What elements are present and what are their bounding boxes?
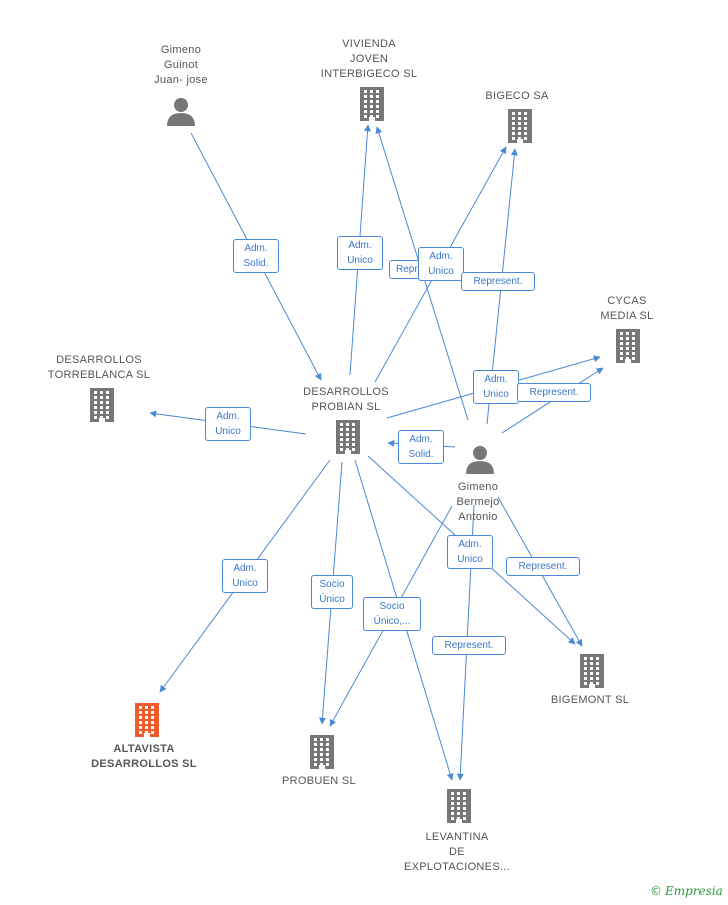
edge-label-gimeno_antonio-to-levantina[interactable]: Represent.: [432, 636, 506, 655]
node-label-gimeno_antonio[interactable]: Gimeno Bermejo Antonio: [456, 481, 500, 523]
node-label-torreblanca[interactable]: DESARROLLOS TORREBLANCA SL: [47, 354, 151, 381]
edge-label-gimeno_juan-to-probian[interactable]: Adm. Solid.: [233, 239, 279, 273]
node-label-gimeno_juan[interactable]: Gimeno Guinot Juan- jose: [154, 44, 208, 86]
edge-label-probian-to-altavista[interactable]: Adm. Unico: [222, 559, 268, 593]
building-icon-altavista[interactable]: [135, 703, 159, 737]
node-label-cycas[interactable]: CYCAS MEDIA SL: [600, 295, 654, 322]
building-icon-bigemont[interactable]: [580, 654, 604, 688]
edge-label-probian-to-bigemont[interactable]: Adm. Unico: [447, 535, 493, 569]
copyright-icon: ©: [650, 884, 662, 898]
building-icon-vivienda[interactable]: [360, 87, 384, 121]
building-icon-cycas[interactable]: [616, 329, 640, 363]
edge-label-gimeno_antonio-to-bigeco[interactable]: Represent.: [461, 272, 535, 291]
icons-layer: [90, 87, 640, 823]
node-label-probuen[interactable]: PROBUEN SL: [282, 775, 356, 787]
node-label-altavista[interactable]: ALTAVISTA DESARROLLOS SL: [91, 743, 197, 770]
edge-label-probian-to-probuen[interactable]: Socio Único: [311, 575, 353, 609]
edge-label-probian-to-bigeco[interactable]: Adm. Unico: [418, 247, 464, 281]
edges-layer: [149, 124, 604, 781]
node-label-probian[interactable]: DESARROLLOS PROBIAN SL: [303, 386, 389, 413]
edge-label-gimeno_antonio-to-probian[interactable]: Adm. Solid.: [398, 430, 444, 464]
building-icon-probuen[interactable]: [310, 735, 334, 769]
person-icon-gimeno_juan[interactable]: [167, 98, 195, 126]
edge-label-gimeno_antonio-to-probuen[interactable]: Socio Único,...: [363, 597, 421, 631]
edge-label-gimeno_antonio-to-cycas[interactable]: Represent.: [517, 383, 591, 402]
brand-name: Empresia: [665, 884, 723, 898]
edge-label-probian-to-vivienda[interactable]: Adm. Unico: [337, 236, 383, 270]
building-icon-torreblanca[interactable]: [90, 388, 114, 422]
building-icon-levantina[interactable]: [447, 789, 471, 823]
person-icon-gimeno_antonio[interactable]: [466, 446, 494, 474]
brand-watermark: ©Empresia: [650, 884, 723, 898]
building-icon-bigeco[interactable]: [508, 109, 532, 143]
edge-label-probian-to-torreblanca[interactable]: Adm. Unico: [205, 407, 251, 441]
edge-label-probian-to-cycas[interactable]: Adm. Unico: [473, 370, 519, 404]
node-label-levantina[interactable]: LEVANTINA DE EXPLOTACIONES...: [403, 831, 511, 873]
node-label-vivienda[interactable]: VIVIENDA JOVEN INTERBIGECO SL: [320, 38, 418, 80]
node-label-bigemont[interactable]: BIGEMONT SL: [550, 694, 630, 706]
node-label-bigeco[interactable]: BIGECO SA: [485, 90, 549, 102]
edge-label-gimeno_antonio-to-bigemont[interactable]: Represent.: [506, 557, 580, 576]
building-icon-probian[interactable]: [336, 420, 360, 454]
